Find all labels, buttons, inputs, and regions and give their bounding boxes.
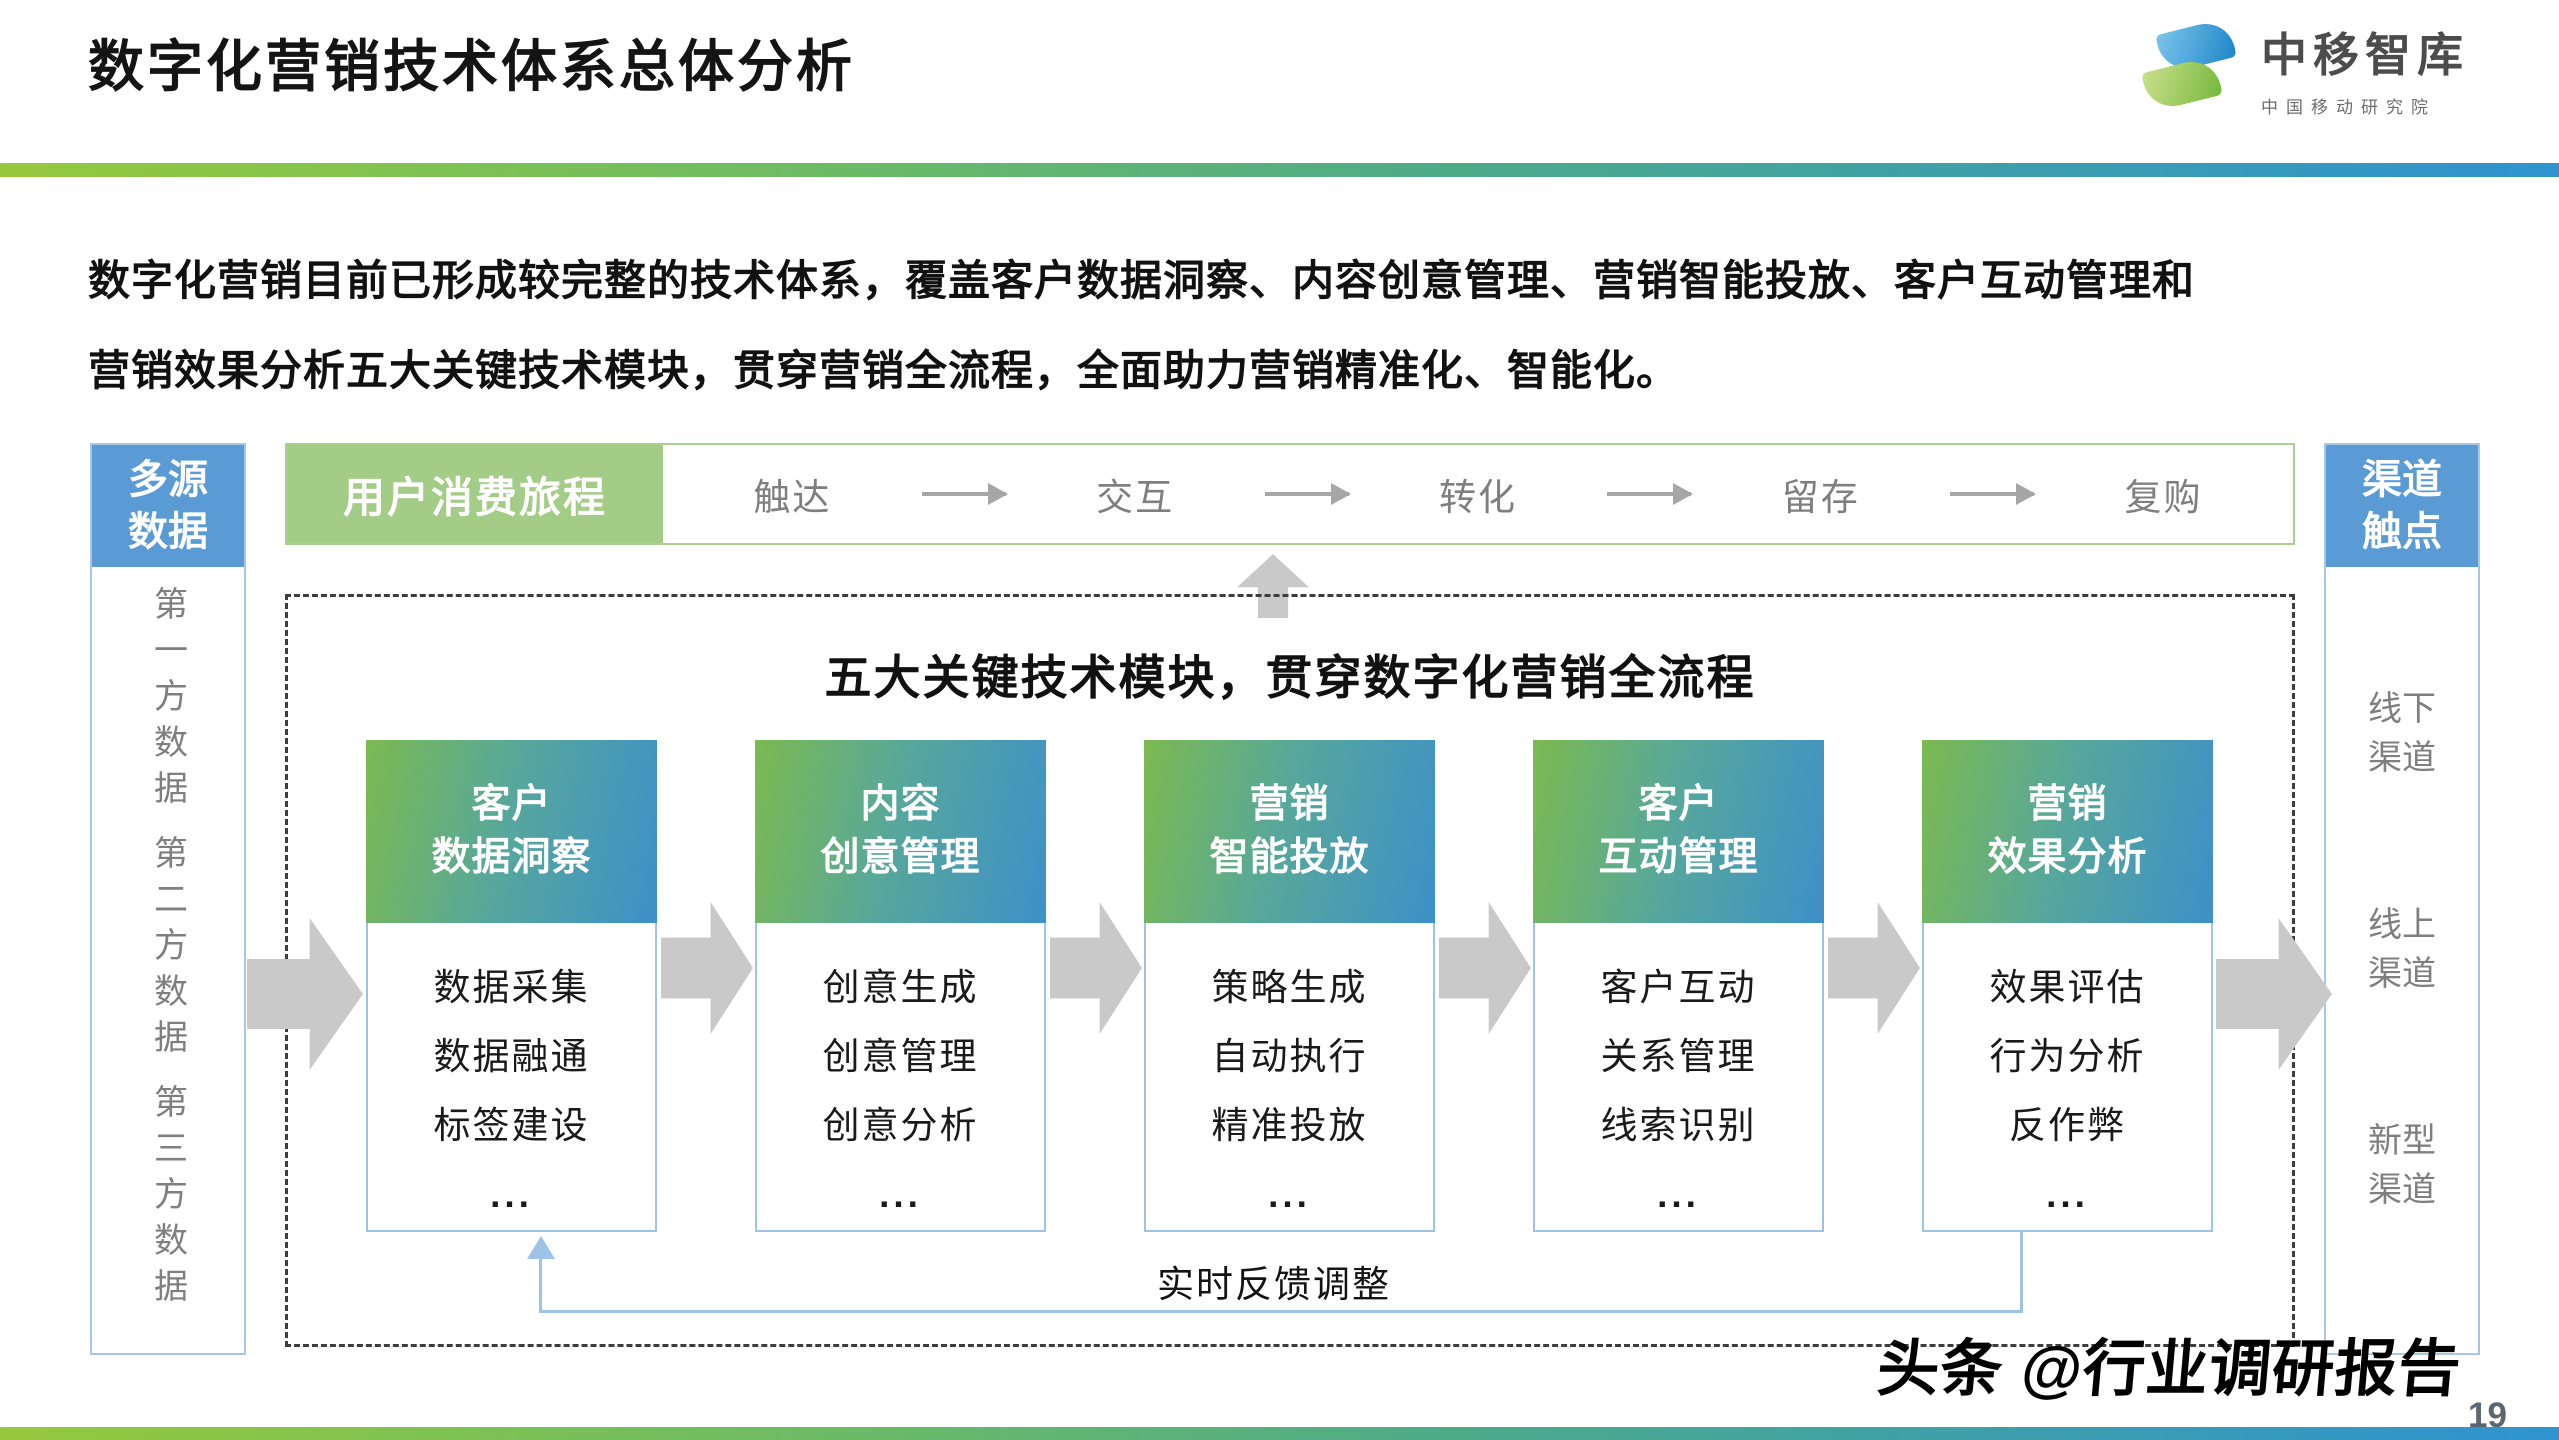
- list-item: 线上 渠道: [2368, 901, 2436, 1000]
- module-item: 创意管理: [822, 1036, 979, 1077]
- brand-name: 中移智库: [2261, 28, 2469, 81]
- item-line: 渠道: [2368, 954, 2436, 993]
- module-header-line: 营销: [2027, 782, 2108, 826]
- module-header-line: 智能投放: [1209, 835, 1370, 879]
- feedback-label: 实时反馈调整: [1157, 1264, 1391, 1305]
- list-item: 线下 渠道: [2368, 685, 2436, 784]
- module-item: 反作弊: [2009, 1105, 2126, 1146]
- list-item: 新型 渠道: [2368, 1117, 2436, 1216]
- panel-header-line: 数据: [128, 510, 208, 554]
- right-arrow-icon: [1264, 483, 1351, 505]
- module-header-line: 数据洞察: [431, 835, 592, 879]
- multi-source-data-items: 第一方数据 第二方数据 第三方数据: [92, 567, 244, 1333]
- module-item: 标签建设: [433, 1105, 590, 1146]
- module-header: 营销 智能投放: [1144, 740, 1435, 923]
- feedback-line-bottom: [539, 1310, 2023, 1313]
- module-header: 客户 数据洞察: [366, 740, 657, 923]
- brand-subtitle: 中国移动研究院: [2261, 97, 2436, 117]
- item-line: 线上: [2368, 905, 2436, 944]
- journey-label: 用户消费旅程: [287, 445, 663, 543]
- journey-stage: 交互: [1096, 477, 1175, 518]
- module-card-content-creative: 内容 创意管理 创意生成 创意管理 创意分析 ...: [755, 740, 1046, 1232]
- channel-touchpoint-header: 渠道 触点: [2326, 445, 2478, 567]
- journey-stage: 留存: [1781, 477, 1860, 518]
- module-item: 创意分析: [822, 1105, 979, 1146]
- module-card-customer-interaction: 客户 互动管理 客户互动 关系管理 线索识别 ...: [1533, 740, 1824, 1232]
- list-item: 第三方数据: [148, 1084, 187, 1314]
- multi-source-data-header: 多源 数据: [92, 445, 244, 567]
- feedback-line-right: [2020, 1230, 2023, 1313]
- module-item: 自动执行: [1211, 1036, 1368, 1077]
- item-line: 新型: [2368, 1121, 2436, 1160]
- intro-line-2: 营销效果分析五大关键技术模块，贯穿营销全流程，全面助力营销精准化、智能化。: [88, 347, 1680, 394]
- list-item: 第二方数据: [148, 835, 187, 1065]
- channel-touchpoint-items: 线下 渠道 线上 渠道 新型 渠道: [2326, 567, 2478, 1333]
- item-line: 线下: [2368, 689, 2436, 728]
- watermark: 头条 @行业调研报告: [1874, 1335, 2465, 1404]
- module-item: ...: [490, 1174, 533, 1215]
- brand-logo-icon: [2137, 16, 2241, 120]
- module-item: 客户互动: [1600, 967, 1757, 1008]
- module-header-line: 效果分析: [1987, 835, 2148, 879]
- module-item: 关系管理: [1600, 1036, 1757, 1077]
- module-item: 策略生成: [1211, 967, 1368, 1008]
- journey-stage: 转化: [1438, 477, 1517, 518]
- module-header-line: 互动管理: [1598, 835, 1759, 879]
- feedback-arrowhead-icon: [527, 1236, 555, 1259]
- right-arrow-icon: [1607, 483, 1694, 505]
- list-item: 第一方数据: [148, 586, 187, 816]
- panel-header-line: 渠道: [2362, 458, 2442, 502]
- module-item: 创意生成: [822, 967, 979, 1008]
- journey-stages: 触达 交互 转化 留存 复购: [663, 445, 2293, 543]
- journey-stage: 复购: [2124, 477, 2203, 518]
- panel-header-line: 多源: [128, 458, 208, 502]
- item-line: 渠道: [2368, 738, 2436, 777]
- intro-line-1: 数字化营销目前已形成较完整的技术体系，覆盖客户数据洞察、内容创意管理、营销智能投…: [88, 257, 2196, 304]
- module-item: 数据融通: [433, 1036, 590, 1077]
- logo-green-wave-icon: [2142, 54, 2222, 114]
- right-arrow-icon: [1950, 483, 2037, 505]
- journey-stage: 触达: [753, 477, 832, 518]
- module-item: ...: [1268, 1174, 1311, 1215]
- module-card-customer-data-insight: 客户 数据洞察 数据采集 数据融通 标签建设 ...: [366, 740, 657, 1232]
- page-title: 数字化营销技术体系总体分析: [88, 35, 855, 98]
- module-item: 精准投放: [1211, 1105, 1368, 1146]
- module-items: 策略生成 自动执行 精准投放 ...: [1146, 923, 1433, 1229]
- footer-divider: [0, 1427, 2559, 1440]
- module-header-line: 客户: [1638, 782, 1719, 826]
- module-header-line: 内容: [860, 782, 941, 826]
- user-journey-bar: 用户消费旅程 触达 交互 转化 留存 复购: [285, 443, 2295, 545]
- module-header-line: 客户: [471, 782, 552, 826]
- module-card-effect-analysis: 营销 效果分析 效果评估 行为分析 反作弊 ...: [1922, 740, 2213, 1232]
- intro-paragraph: 数字化营销目前已形成较完整的技术体系，覆盖客户数据洞察、内容创意管理、营销智能投…: [88, 236, 2488, 416]
- module-header: 内容 创意管理: [755, 740, 1046, 923]
- module-header-line: 创意管理: [820, 835, 981, 879]
- brand-logo-text: 中移智库 中国移动研究院: [2261, 19, 2469, 118]
- item-line: 渠道: [2368, 1171, 2436, 1210]
- module-items: 数据采集 数据融通 标签建设 ...: [368, 923, 655, 1229]
- right-arrow-icon: [921, 483, 1008, 505]
- brand-logo: 中移智库 中国移动研究院: [2137, 16, 2469, 120]
- module-item: ...: [1657, 1174, 1700, 1215]
- module-items: 客户互动 关系管理 线索识别 ...: [1535, 923, 1822, 1229]
- module-item: 行为分析: [1989, 1036, 2146, 1077]
- module-items: 效果评估 行为分析 反作弊 ...: [1924, 923, 2211, 1229]
- module-item: ...: [879, 1174, 922, 1215]
- module-card-smart-delivery: 营销 智能投放 策略生成 自动执行 精准投放 ...: [1144, 740, 1435, 1232]
- title-divider: [0, 163, 2559, 177]
- module-header: 客户 互动管理: [1533, 740, 1824, 923]
- frame-title: 五大关键技术模块，贯穿数字化营销全流程: [824, 651, 1756, 704]
- module-header: 营销 效果分析: [1922, 740, 2213, 923]
- module-item: 效果评估: [1989, 967, 2146, 1008]
- multi-source-data-panel: 多源 数据 第一方数据 第二方数据 第三方数据: [90, 443, 246, 1355]
- feedback-line-left: [539, 1256, 542, 1313]
- module-item: ...: [2046, 1174, 2089, 1215]
- module-items: 创意生成 创意管理 创意分析 ...: [757, 923, 1044, 1229]
- module-header-line: 营销: [1249, 782, 1330, 826]
- panel-header-line: 触点: [2362, 510, 2442, 554]
- channel-touchpoint-panel: 渠道 触点 线下 渠道 线上 渠道 新型 渠道: [2324, 443, 2480, 1355]
- module-item: 数据采集: [433, 967, 590, 1008]
- module-item: 线索识别: [1600, 1105, 1757, 1146]
